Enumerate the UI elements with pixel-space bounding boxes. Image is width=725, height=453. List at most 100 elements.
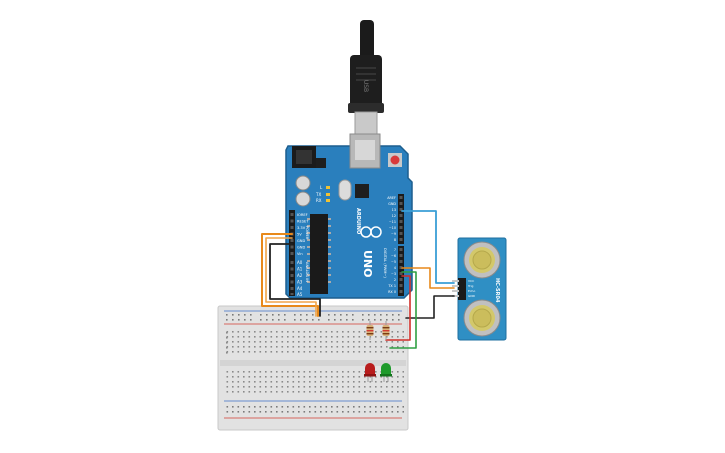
digital-header-bottom-holes: [399, 248, 403, 293]
analog-pin-label: A2: [297, 273, 303, 278]
digital-pin-label: ~11: [389, 220, 396, 224]
power-pin-label: Vin: [297, 252, 303, 256]
crystal-oscillator: [338, 179, 352, 201]
center-channel: [220, 360, 406, 366]
tx-led-label: TX: [315, 192, 321, 197]
atmega-chip: [310, 214, 328, 294]
wires[interactable]: [261, 210, 455, 349]
power-pin-label: GND: [297, 239, 305, 243]
breadboard[interactable]: [217, 305, 409, 431]
digital-pin-label: GND: [388, 202, 396, 206]
sensor-transducer-top-mesh: [472, 250, 492, 270]
wire-red-led[interactable]: [385, 275, 411, 341]
sensor-pin-label: VCC: [468, 279, 474, 283]
analog-header-holes: [290, 261, 294, 295]
power-pin-label: 3.3V: [297, 226, 306, 230]
resistor-2[interactable]: [382, 321, 390, 340]
usb-b-port-inner: [355, 140, 375, 160]
digital-pin-label: AREF: [387, 196, 396, 200]
digital-pin-label: ~6: [391, 254, 396, 258]
sensor-pin-label: Echo: [468, 289, 475, 293]
reset-button[interactable]: [390, 155, 400, 165]
rx-led-label: RX: [316, 198, 322, 203]
wire-orange-5v-2[interactable]: [265, 237, 317, 317]
wire-black-sensor-gnd[interactable]: [405, 295, 455, 319]
ultrasonic-sensor[interactable]: VCC Trig Echo GND HC-SR04: [452, 237, 507, 341]
usb-controller-chip: [355, 184, 369, 198]
l-led-label: L: [320, 185, 323, 190]
sensor-pin-label: Trig: [467, 284, 473, 288]
sensor-pin[interactable]: [452, 280, 459, 282]
sensor-pin[interactable]: [452, 295, 459, 297]
sensor-model-label: HC-SR04: [494, 278, 500, 303]
power-header-title: POWER: [305, 226, 309, 240]
usb-cable-strain-relief: [360, 20, 374, 60]
arduino-model-text: UNO: [361, 250, 374, 278]
arduino-brand-text: ARDUINO: [355, 208, 361, 234]
sensor-pin[interactable]: [452, 290, 459, 292]
rx-led: [326, 199, 330, 202]
wire-orange-5v[interactable]: [261, 233, 319, 317]
power-pin-label: RESET: [297, 220, 309, 224]
tx-led: [326, 193, 330, 196]
l-led: [326, 186, 330, 189]
digital-pin-label: 4: [394, 266, 396, 270]
wire-orange-echo[interactable]: [401, 267, 455, 289]
digital-pin-label: ~9: [391, 232, 396, 236]
digital-pin-label: ~3: [391, 272, 396, 276]
digital-pin-label: RX 0: [388, 290, 396, 294]
led-green-flange: [380, 374, 392, 377]
resistor-1[interactable]: [366, 321, 374, 340]
usb-label: USB: [362, 80, 369, 92]
resistor-band: [382, 330, 390, 332]
analog-header-title: ANALOG IN: [305, 262, 309, 282]
digital-header-top-holes: [399, 196, 403, 241]
led-red-body: [365, 363, 375, 376]
digital-pin-label: 8: [394, 238, 396, 242]
terminal-block-lower: [224, 369, 404, 395]
power-rail-holes-top: [226, 314, 400, 321]
resistor-band: [382, 327, 390, 329]
digital-header-title: DIGITAL (PWM~): [383, 248, 387, 278]
resistor-band: [382, 333, 390, 335]
voltage-regulator: [316, 158, 326, 168]
digital-pin-label: ~5: [391, 260, 396, 264]
digital-pin-label: ~10: [389, 226, 396, 230]
atmega-chip-pins: [307, 218, 331, 283]
terminal-block-upper: [224, 330, 404, 356]
wire-green-led[interactable]: [389, 271, 417, 349]
wire-blue-trig[interactable]: [401, 210, 455, 284]
digital-pin-label: 2: [394, 278, 396, 282]
capacitor: [295, 175, 311, 191]
sensor-pin-label: GND: [468, 294, 476, 298]
resistor-band: [366, 327, 374, 329]
led-red-flange: [364, 374, 376, 377]
arduino-logo: [360, 226, 382, 238]
analog-pin-label: A0: [297, 260, 303, 265]
analog-pin-label: A3: [297, 280, 303, 285]
sensor-pin-header: [458, 278, 466, 300]
usb-plug-metal: [354, 111, 378, 135]
power-pin-label: GND: [297, 246, 305, 250]
analog-pin-label: A4: [297, 286, 303, 291]
capacitor: [295, 191, 311, 207]
usb-cable[interactable]: USB: [348, 20, 384, 135]
sensor-transducer-bottom-mesh: [472, 308, 492, 328]
digital-header-top: [398, 194, 404, 244]
led-green-body: [381, 363, 391, 376]
digital-pin-label: 12: [392, 214, 396, 218]
digital-pin-label: 7: [394, 248, 396, 252]
arduino-uno-board[interactable]: L TX RX ARDUINO UNO: [285, 133, 413, 299]
digital-pin-label: 13: [392, 208, 396, 212]
led-green[interactable]: [380, 363, 392, 382]
analog-pin-label: A5: [297, 292, 303, 297]
analog-pin-label: A1: [297, 267, 303, 272]
power-pin-label: IOREF: [297, 213, 308, 217]
digital-pin-label: TX 1: [387, 284, 396, 288]
sensor-pin[interactable]: [452, 285, 459, 287]
power-rail-holes-bottom: [224, 404, 404, 414]
resistor-band: [366, 330, 374, 332]
led-red[interactable]: [364, 363, 376, 382]
wire-black-gnd[interactable]: [269, 243, 321, 317]
